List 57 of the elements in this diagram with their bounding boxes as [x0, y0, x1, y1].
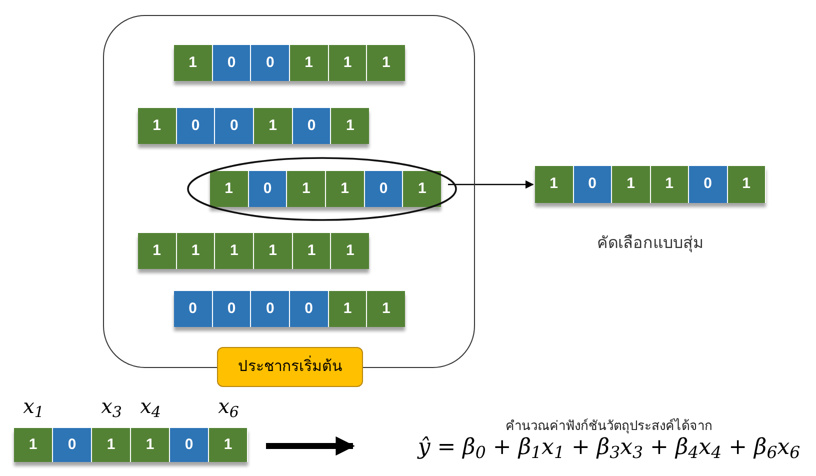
bit-cell: 1: [131, 428, 170, 462]
variable-label: x$_{6}$: [217, 396, 240, 416]
bit-cell: 1: [292, 233, 332, 269]
bit-cell: 0: [212, 291, 252, 327]
bit-cell: 1: [535, 166, 574, 203]
bit-cell: 0: [215, 108, 254, 144]
bit-cell: 0: [290, 291, 329, 327]
population-label: ประชากรเริ่มต้น: [217, 347, 363, 387]
arrow: [266, 436, 355, 456]
bit-cell: 1: [92, 428, 131, 462]
bit-cell: 0: [53, 428, 92, 462]
bit-cell: 1: [728, 166, 766, 203]
chromosome: [138, 233, 369, 269]
bit-cell: 1: [287, 171, 326, 207]
bit-cell: 0: [292, 108, 332, 144]
bit-cell: 0: [689, 166, 728, 203]
node-label: คัดเลือกแบบสุ่ม: [596, 233, 705, 254]
arrow: [448, 180, 534, 189]
bit-cell: 0: [174, 291, 213, 327]
bit-cell: 1: [367, 291, 406, 327]
variable-label: x$_{3}$: [100, 396, 123, 416]
bit-cell: 1: [215, 233, 254, 269]
bit-cell: 1: [326, 171, 365, 207]
bit-cell: 1: [14, 428, 53, 462]
formula-caption: คำนวณค่าฟังก์ชันวัตถุประสงค์ได้จาก: [506, 418, 712, 434]
bit-cell: 0: [251, 45, 290, 81]
chromosome: [138, 108, 369, 144]
bit-cell: 1: [254, 108, 293, 144]
bit-cell: 1: [650, 166, 689, 203]
bit-cell: 1: [176, 233, 216, 269]
bit-cell: 1: [209, 428, 248, 462]
bit-cell: 0: [170, 428, 209, 462]
bit-cell: 1: [138, 233, 177, 269]
bit-cell: 0: [248, 171, 288, 207]
bit-cell: 0: [364, 171, 404, 207]
bit-cell: 1: [331, 233, 370, 269]
bit-cell: 1: [403, 171, 442, 207]
bit-cell: 1: [174, 45, 213, 81]
chromosome: [174, 45, 405, 81]
bit-cell: 1: [331, 108, 370, 144]
variable-label: x$_{1}$: [22, 396, 45, 416]
bit-cell: 0: [176, 108, 216, 144]
bit-cell: 1: [612, 166, 650, 203]
bit-cell: 0: [212, 45, 252, 81]
bit-cell: 0: [574, 166, 612, 203]
formula: ŷ = β$_{0}$ + β$_{1}$x$_{1}$ + β$_{3}$x$_{3}$ + β$_{4}$x$_{4}$ + β$_{6}$x$_{6}$: [418, 434, 800, 462]
bit-cell: 1: [290, 45, 329, 81]
bit-cell: 1: [328, 291, 368, 327]
bit-cell: 1: [254, 233, 293, 269]
bit-cell: 1: [367, 45, 406, 81]
chromosome: [210, 171, 441, 207]
variable-label: x$_{4}$: [139, 396, 162, 416]
bit-cell: 1: [210, 171, 249, 207]
chromosome: [174, 291, 405, 327]
bit-cell: 1: [138, 108, 177, 144]
bit-cell: 0: [251, 291, 290, 327]
bit-cell: 1: [328, 45, 368, 81]
